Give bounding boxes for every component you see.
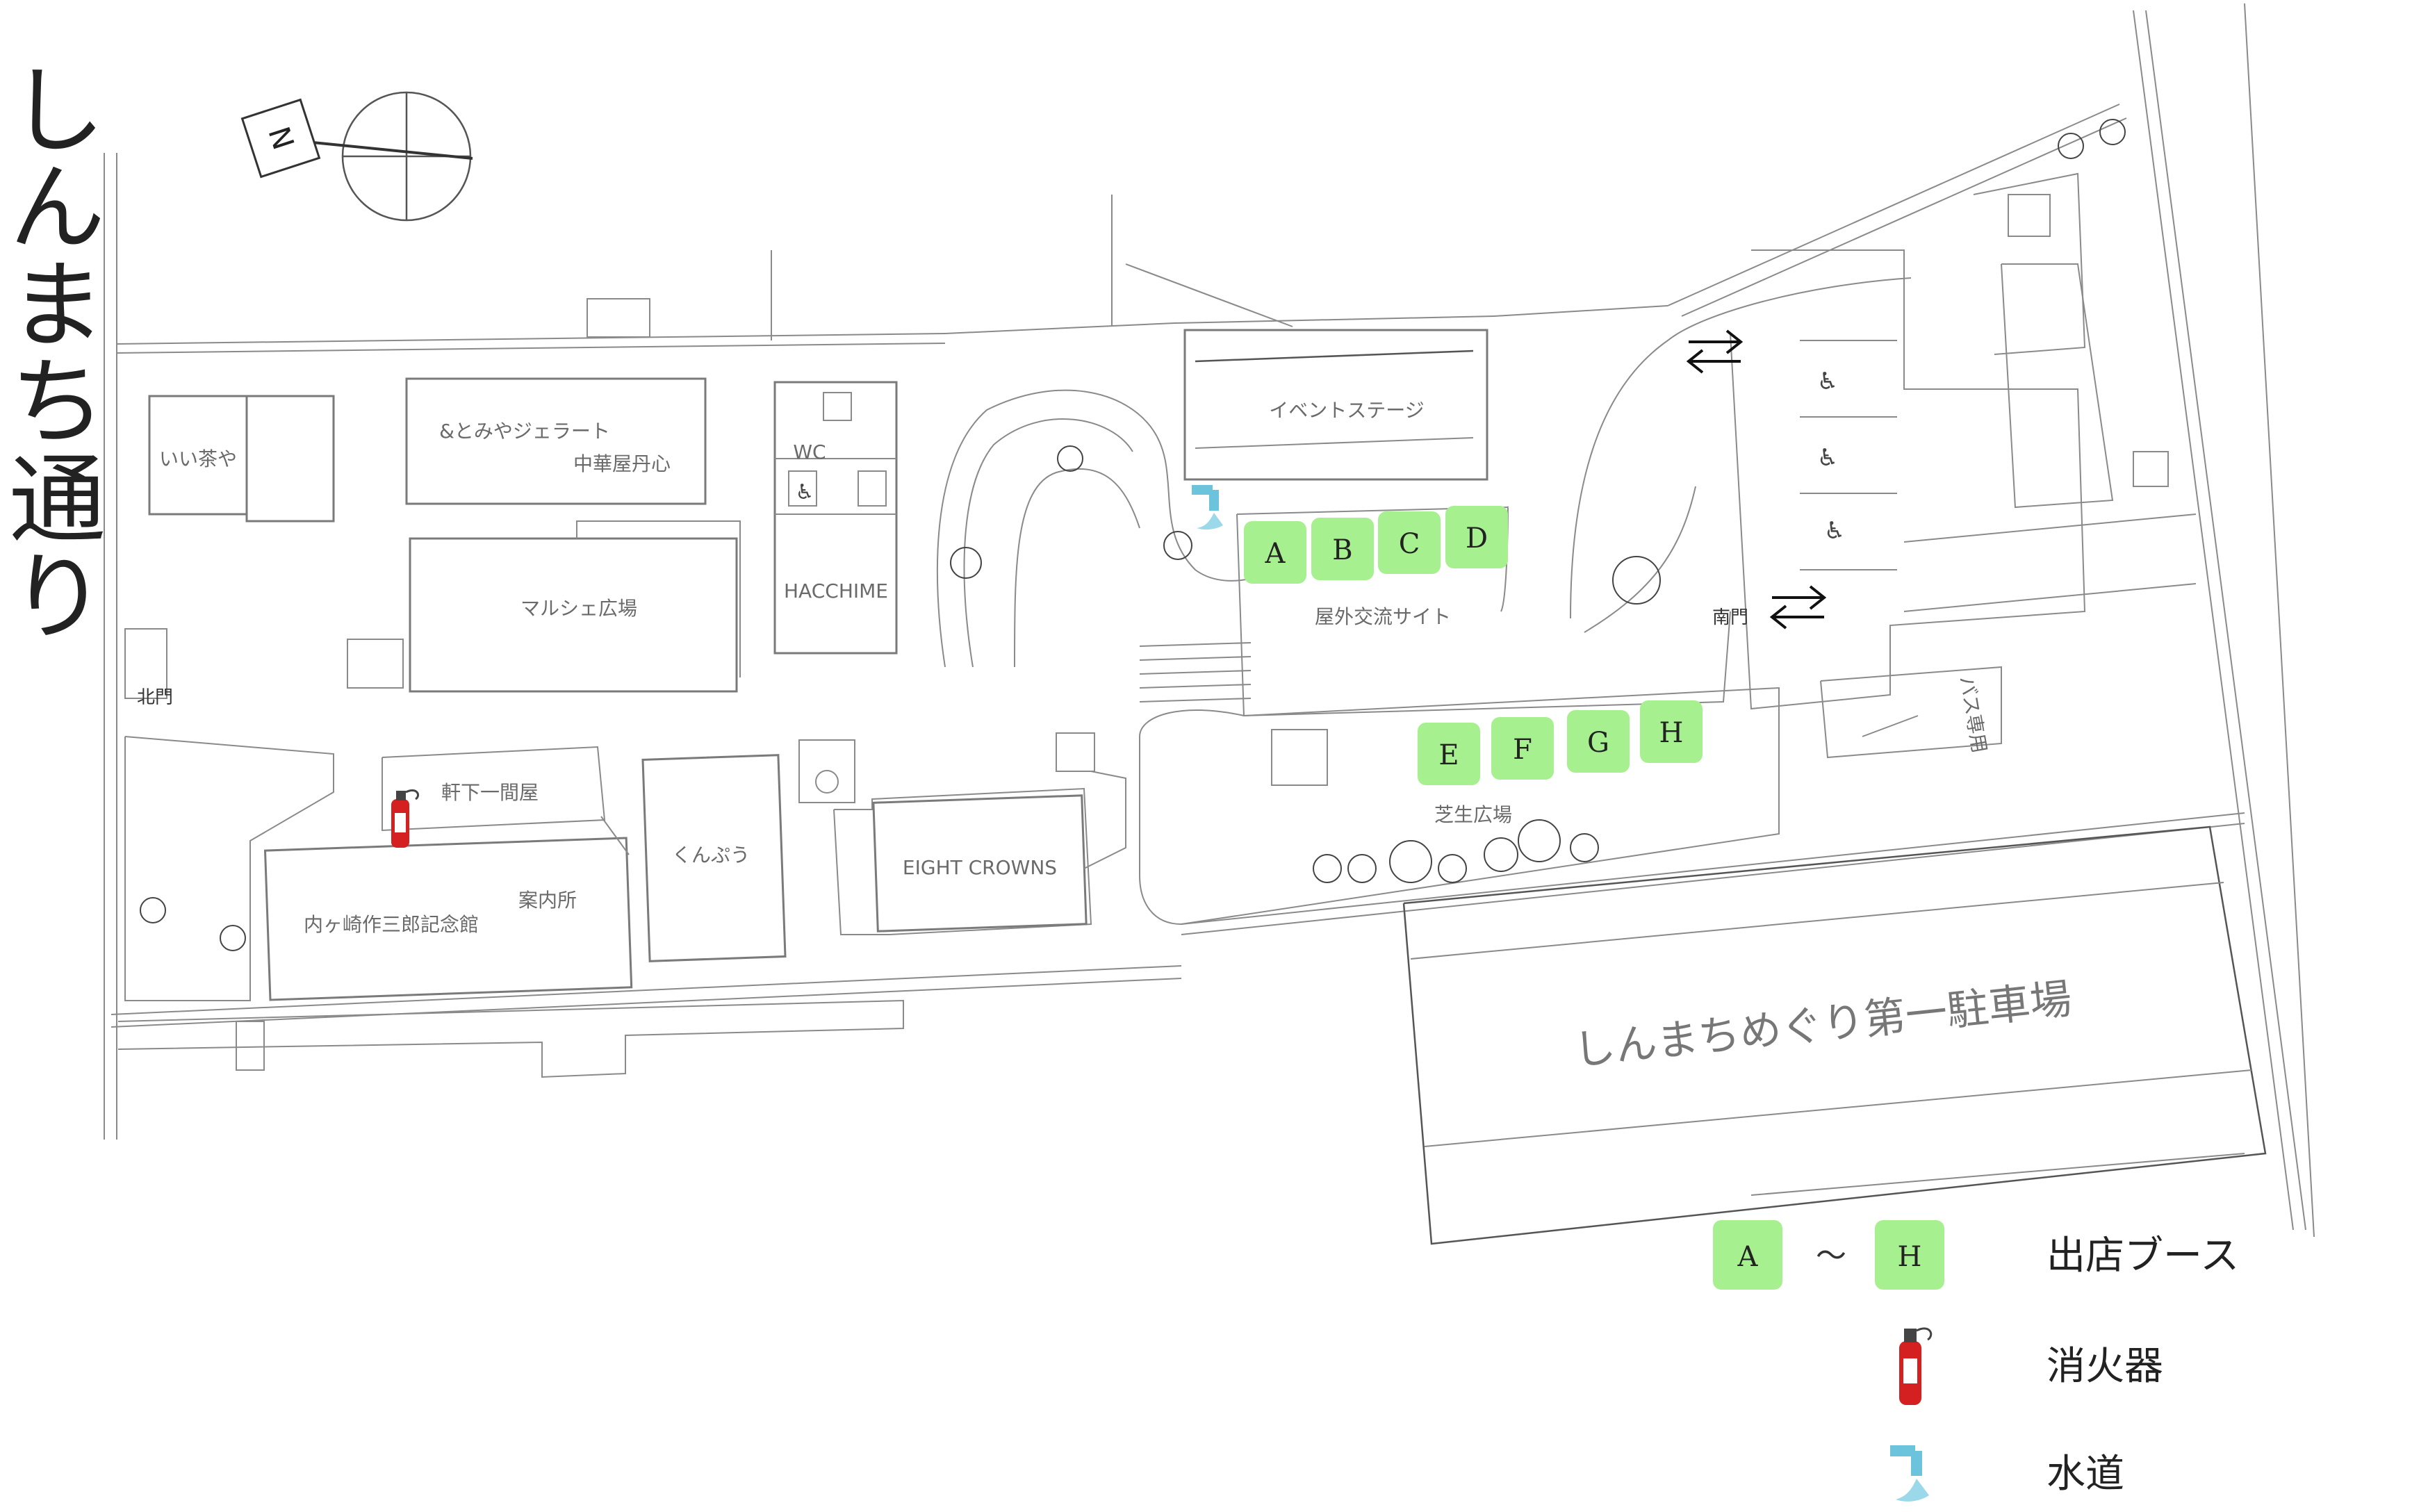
svg-text:♿: ♿ xyxy=(1824,517,1845,545)
label-event-stage: イベントステージ xyxy=(1269,399,1424,422)
fire-extinguisher-icon xyxy=(1899,1327,1933,1405)
legend: A ～ H 出店ブース 消火器 水道 xyxy=(1713,1220,2239,1502)
water-tap-icon xyxy=(1192,485,1223,530)
legend-tilde: ～ xyxy=(1816,1238,1846,1274)
parking-east xyxy=(1730,172,2197,759)
booth-f-label: F xyxy=(1513,734,1532,766)
street-label: しんまち通り xyxy=(0,59,106,643)
building-labels: いい茶や &とみやジェラート 中華屋丹心 WC HACCHIME マルシェ広場 … xyxy=(137,399,2074,1076)
two-way-arrows xyxy=(1686,329,1827,630)
label-annaijo: 案内所 xyxy=(518,889,577,912)
booth-f[interactable]: F xyxy=(1491,717,1554,780)
booth-d-label: D xyxy=(1466,523,1488,554)
label-minami-mon: 南門 xyxy=(1712,607,1748,628)
street-name: しんまち通り xyxy=(0,59,106,643)
legend-water: 水道 xyxy=(1890,1445,2124,1502)
fire-extinguisher-icon xyxy=(391,789,419,848)
label-eight-crowns: EIGHT CROWNS xyxy=(903,856,1057,879)
booth-d[interactable]: D xyxy=(1445,506,1508,568)
buildings xyxy=(117,298,1126,1078)
booth-e-label: E xyxy=(1438,739,1459,771)
compass: N xyxy=(240,91,473,222)
booth-b[interactable]: B xyxy=(1311,518,1374,580)
label-parking: しんまちめぐり第一駐車場 xyxy=(1571,975,2074,1076)
parking-lot xyxy=(1402,825,2267,1245)
label-outdoor-site: 屋外交流サイト xyxy=(1315,605,1451,628)
svg-text:♿: ♿ xyxy=(1817,368,1838,395)
booth-a[interactable]: A xyxy=(1244,521,1306,584)
label-kunpuu: くんぷう xyxy=(672,844,750,866)
svg-text:♿: ♿ xyxy=(796,480,814,504)
legend-extinguisher-label: 消火器 xyxy=(2046,1344,2163,1389)
path-and-stage xyxy=(936,277,1912,926)
booth-a-label: A xyxy=(1265,538,1286,570)
label-marche: マルシェ広場 xyxy=(520,597,637,620)
legend-booth-from: A xyxy=(1737,1241,1759,1273)
label-hacchime: HACCHIME xyxy=(784,580,888,602)
legend-booth-label: 出店ブース xyxy=(2046,1233,2239,1279)
wheelchair-icon: ♿ ♿ ♿ ♿ xyxy=(796,368,1846,545)
legend-booth-to: H xyxy=(1898,1241,1922,1273)
label-kita-mon: 北門 xyxy=(137,687,173,708)
booth-c-label: C xyxy=(1399,528,1420,560)
booth-h[interactable]: H xyxy=(1640,700,1703,763)
booth-h-label: H xyxy=(1659,717,1684,749)
road-lines xyxy=(104,3,2315,1238)
booth-g[interactable]: G xyxy=(1567,710,1630,773)
label-nokishita: 軒下一間屋 xyxy=(441,781,539,804)
svg-text:♿: ♿ xyxy=(1817,444,1838,472)
legend-extinguisher: 消火器 xyxy=(1899,1327,2163,1405)
label-memorial: 内ヶ崎作三郎記念館 xyxy=(304,913,479,936)
label-lawn: 芝生広場 xyxy=(1434,803,1512,826)
booth-c[interactable]: C xyxy=(1378,511,1441,574)
label-chukaya: 中華屋丹心 xyxy=(573,452,671,475)
legend-booth-range: A ～ H 出店ブース xyxy=(1713,1220,2239,1290)
label-wc: WC xyxy=(793,441,826,463)
trees xyxy=(140,119,2126,951)
label-ii-chaya: いい茶や xyxy=(159,447,237,470)
label-bus-only: バス専用 xyxy=(1955,674,1991,755)
water-tap-icon xyxy=(1890,1445,1929,1502)
legend-water-label: 水道 xyxy=(2046,1452,2124,1497)
booth-b-label: B xyxy=(1332,534,1352,566)
booth-e[interactable]: E xyxy=(1418,723,1480,785)
booths: A B C D E F G H xyxy=(1244,506,1703,785)
booth-g-label: G xyxy=(1587,727,1609,759)
label-tomiya: &とみやジェラート xyxy=(439,420,610,443)
